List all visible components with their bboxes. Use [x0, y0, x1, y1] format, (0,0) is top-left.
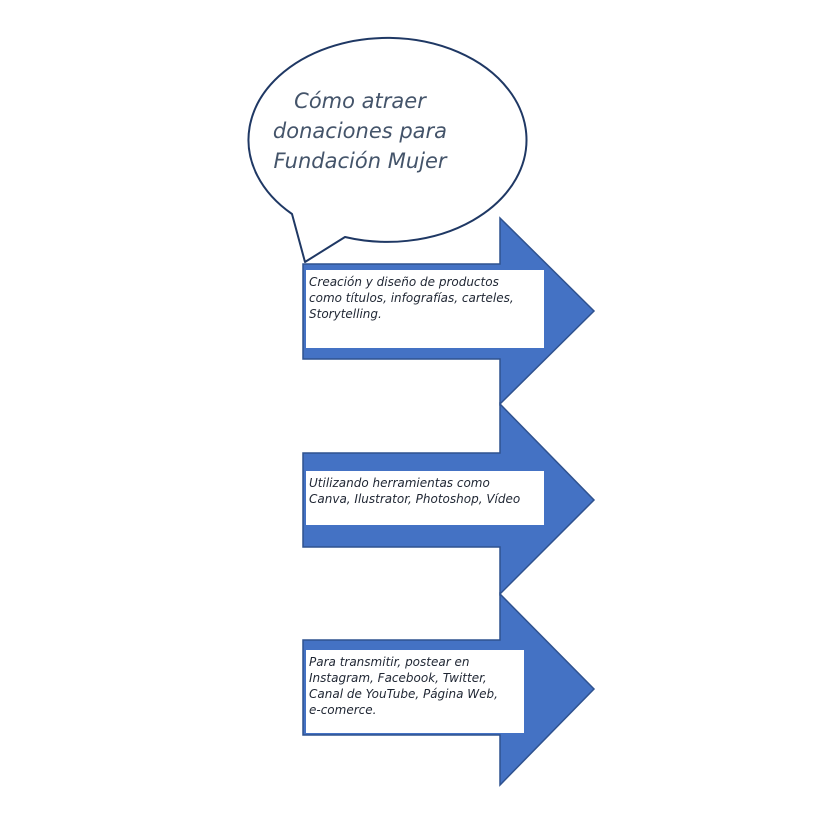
- step-2-text: Utilizando herramientas como Canva, Ilus…: [306, 471, 544, 525]
- speech-bubble: [247, 36, 528, 263]
- step-3-text: Para transmitir, postear en Instagram, F…: [306, 650, 524, 733]
- diagram-title: Cómo atraer donaciones para Fundación Mu…: [272, 89, 448, 173]
- step-1-text: Creación y diseño de productos como títu…: [306, 270, 544, 348]
